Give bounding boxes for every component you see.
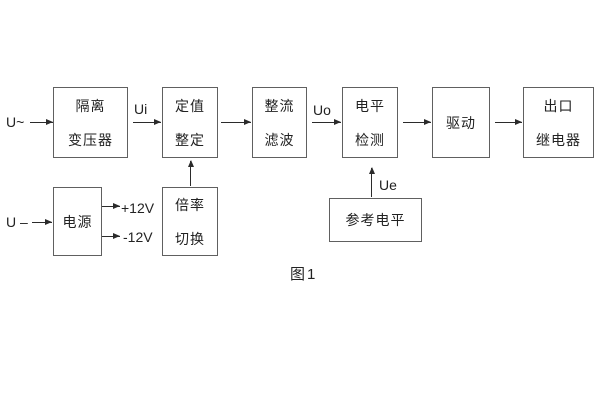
arrow-input-dc-to-power-supply (32, 218, 52, 225)
block-label-line: 出口 (543, 97, 574, 114)
block-label-line: 倍率 (175, 196, 205, 213)
label-minus-12v: -12V (123, 229, 153, 245)
block-level-detection: 电平 检测 (342, 87, 398, 158)
block-label-line: 检测 (355, 131, 385, 148)
block-isolation-transformer: 隔离 变压器 (53, 87, 128, 158)
arrow-reference-level-to-level-detection (369, 167, 376, 197)
block-reference-level: 参考电平 (329, 198, 422, 242)
block-label-line: 变压器 (68, 131, 113, 148)
arrow-ratio-switch-to-setting-adjustment (188, 160, 195, 186)
block-label-line: 切换 (175, 230, 205, 247)
block-label-line: 电源 (62, 213, 93, 230)
block-setting-adjustment: 定值 整定 (162, 87, 218, 158)
label-signal-ue: Ue (379, 177, 397, 193)
block-power-supply: 电源 (53, 187, 102, 256)
block-label-line: 参考电平 (345, 212, 406, 228)
block-label-line: 整定 (175, 131, 205, 148)
label-input-dc: U – (6, 214, 28, 230)
arrow-input-ac-to-isolation-transformer (30, 118, 53, 125)
block-driver: 驱动 (432, 87, 490, 158)
block-label-line: 继电器 (536, 131, 581, 148)
arrow-level-detection-to-driver (403, 118, 431, 125)
arrow-setting-adjustment-to-rectifier-filter (221, 118, 251, 125)
label-signal-ui: Ui (134, 101, 148, 117)
figure-caption: 图1 (290, 266, 318, 283)
arrow-power-supply-to-minus-12v (102, 232, 120, 239)
arrow-isolation-transformer-to-setting-adjustment (133, 118, 161, 125)
arrow-driver-to-output-relay (495, 118, 522, 125)
block-ratio-switch: 倍率 切换 (162, 187, 218, 256)
block-label-line: 滤波 (264, 131, 295, 148)
label-signal-uo: Uo (313, 102, 331, 118)
arrow-power-supply-to-plus-12v (102, 202, 120, 209)
label-plus-12v: +12V (121, 200, 155, 216)
block-rectifier-filter: 整流 滤波 (252, 87, 307, 158)
label-input-ac: U~ (6, 114, 25, 130)
block-output-relay: 出口 继电器 (523, 87, 594, 158)
arrow-rectifier-filter-to-level-detection (312, 118, 341, 125)
block-label-line: 隔离 (75, 97, 106, 114)
block-label-line: 驱动 (446, 114, 476, 131)
block-label-line: 电平 (355, 97, 385, 114)
block-label-line: 定值 (175, 97, 205, 114)
block-label-line: 整流 (264, 97, 295, 114)
